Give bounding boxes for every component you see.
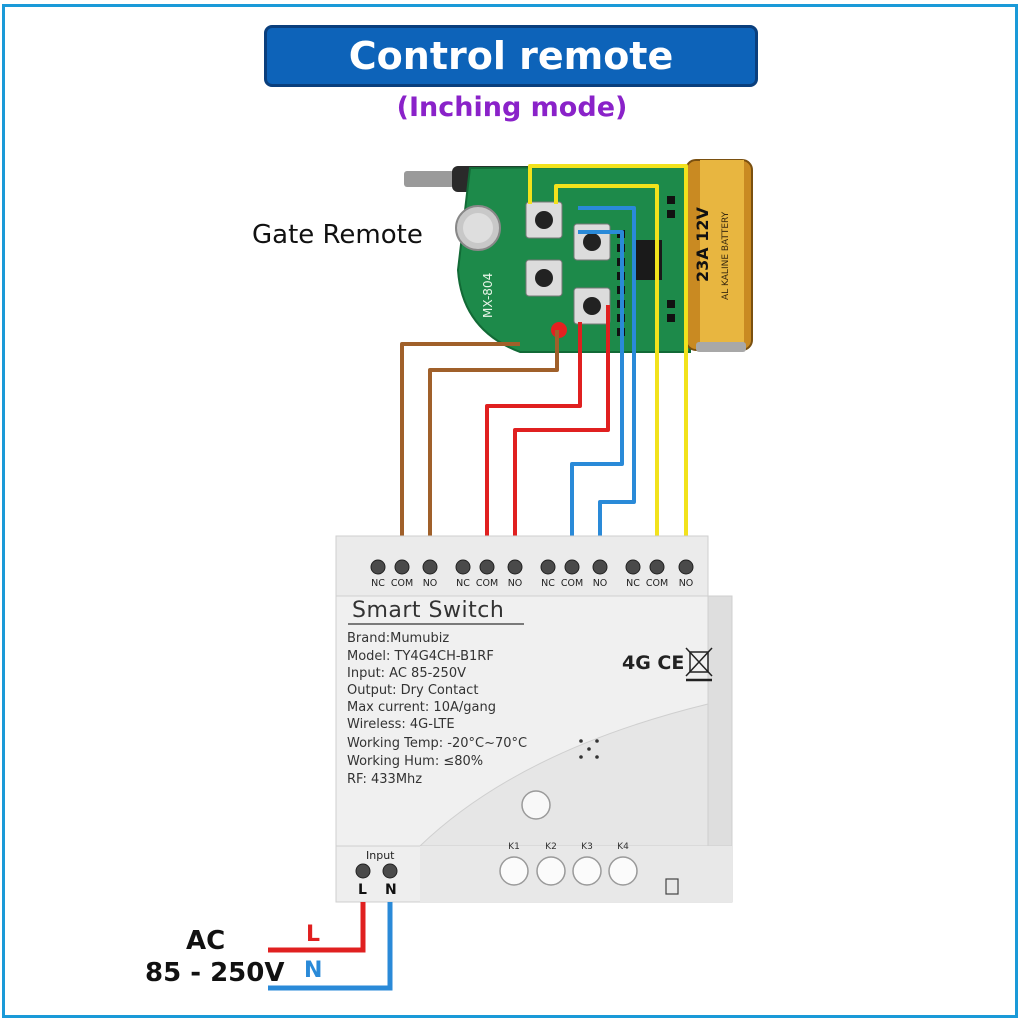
wire-brown-com (400, 342, 520, 562)
board-model-text: MX-804 (481, 273, 495, 318)
key-label: K2 (545, 842, 557, 852)
input-terminals (355, 863, 398, 879)
page-subtitle: (Inching mode) (396, 92, 628, 123)
battery-label: 23A 12V (693, 207, 712, 282)
voltage-label: 85 - 250V (145, 958, 285, 988)
remote-pcb: MX-804 (404, 164, 691, 353)
smart-switch-device (335, 535, 733, 903)
input-label: Input (366, 849, 395, 862)
key-buttons (499, 856, 638, 886)
battery: 23A 12V AL KALINE BATTERY (685, 159, 753, 352)
key-label: K4 (617, 842, 629, 852)
terminal-label: NO (592, 578, 608, 589)
terminal-label: NO (422, 578, 438, 589)
key-label: K3 (581, 842, 593, 852)
certification-marks: 4G CE (622, 652, 685, 674)
terminal-label: COM (475, 578, 499, 589)
spec-line: Output: Dry Contact (347, 683, 479, 698)
wire-brown-no (428, 330, 559, 562)
wire-yellow-no (528, 164, 688, 562)
port-icon (665, 878, 679, 895)
wire-neutral (268, 902, 393, 991)
spec-line: Brand:Mumubiz (347, 631, 450, 646)
terminal-label: NO (507, 578, 523, 589)
spec-line: Max current: 10A/gang (347, 700, 496, 715)
power-wires (268, 902, 393, 991)
spec-line: RF: 433Mhz (347, 772, 423, 787)
wire-line (268, 902, 366, 953)
output-terminals (370, 559, 694, 575)
wire-blue-com (570, 230, 624, 562)
weee-bin-icon (685, 647, 713, 682)
terminal-label: COM (390, 578, 414, 589)
input-terminal-n-label: N (385, 882, 397, 898)
spec-line: Working Temp: -20°C~70°C (347, 736, 528, 751)
spec-line: Input: AC 85-250V (347, 666, 466, 681)
diagram-frame (2, 4, 1018, 1018)
terminal-label: NO (678, 578, 694, 589)
terminal-label: NC (371, 578, 385, 589)
ac-label: AC (186, 926, 226, 956)
key-label: K1 (508, 842, 520, 852)
wire-red-no (513, 305, 610, 562)
main-button (521, 790, 551, 820)
spec-line: Working Hum: ≤80% (347, 754, 484, 769)
wires (400, 164, 688, 562)
remote-label: Gate Remote (252, 220, 423, 250)
spec-line: Wireless: 4G-LTE (347, 717, 455, 732)
line-wire-label: L (306, 922, 321, 947)
speaker-grille (579, 739, 599, 759)
spec-line: Model: TY4G4CH-B1RF (347, 649, 494, 664)
terminal-label: NC (456, 578, 470, 589)
page-title: Control remote control (264, 25, 758, 134)
wire-blue-no (578, 206, 636, 562)
antenna-tip (404, 171, 454, 187)
device-title: Smart Switch (352, 598, 505, 623)
input-terminal-l-label: L (358, 882, 367, 898)
wire-yellow-com (554, 184, 659, 562)
battery-brand: AL KALINE BATTERY (721, 211, 731, 300)
terminal-label: COM (560, 578, 584, 589)
terminal-label: NC (541, 578, 555, 589)
terminal-label: COM (645, 578, 669, 589)
terminal-label: NC (626, 578, 640, 589)
neutral-wire-label: N (304, 958, 323, 983)
wire-red-com (485, 322, 582, 562)
